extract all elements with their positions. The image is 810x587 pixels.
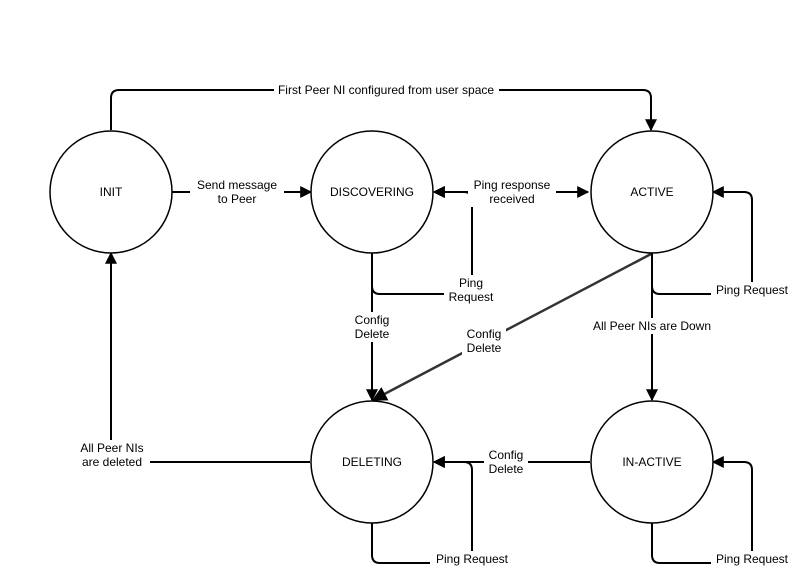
label-init-to-discovering-line1: Send message — [197, 178, 277, 192]
state-discovering-label: DISCOVERING — [330, 185, 414, 199]
state-inactive[interactable]: IN-ACTIVE — [590, 400, 714, 524]
state-deleting[interactable]: DELETING — [310, 400, 434, 524]
label-discovering-to-deleting-line2: Delete — [355, 327, 390, 341]
label-deleting-to-init-line2: are deleted — [82, 455, 142, 469]
state-active-label: ACTIVE — [630, 185, 673, 199]
edge-active-to-deleting — [371, 252, 652, 402]
label-deleting-to-init-line1: All Peer NIs — [80, 441, 143, 455]
label-discovering-self-line1: Ping — [459, 276, 483, 290]
label-active-to-deleting-line2: Delete — [467, 341, 502, 355]
label-active-self: Ping Request — [716, 283, 789, 297]
state-init-label: INIT — [100, 185, 123, 199]
label-init-to-active: First Peer NI configured from user space — [278, 83, 494, 97]
label-discovering-to-active-line2: received — [489, 192, 534, 206]
label-discovering-to-deleting-line1: Config — [355, 313, 390, 327]
label-inactive-to-deleting-line2: Delete — [489, 462, 524, 476]
label-inactive-to-deleting-line1: Config — [489, 448, 524, 462]
state-deleting-label: DELETING — [342, 455, 402, 469]
state-discovering[interactable]: DISCOVERING — [310, 130, 434, 254]
edge-deleting-to-init — [105, 251, 310, 463]
label-init-to-discovering-line2: to Peer — [218, 192, 257, 206]
state-inactive-label: IN-ACTIVE — [622, 455, 681, 469]
label-deleting-self: Ping Request — [436, 552, 509, 566]
label-discovering-to-active-line1: Ping response — [474, 178, 551, 192]
label-active-to-deleting-line1: Config — [467, 327, 502, 341]
state-init[interactable]: INIT — [49, 130, 173, 254]
label-discovering-self-line2: Request — [449, 290, 494, 304]
state-active[interactable]: ACTIVE — [590, 130, 714, 254]
label-inactive-self: Ping Request — [716, 552, 789, 566]
label-active-to-inactive: All Peer NIs are Down — [593, 319, 711, 333]
